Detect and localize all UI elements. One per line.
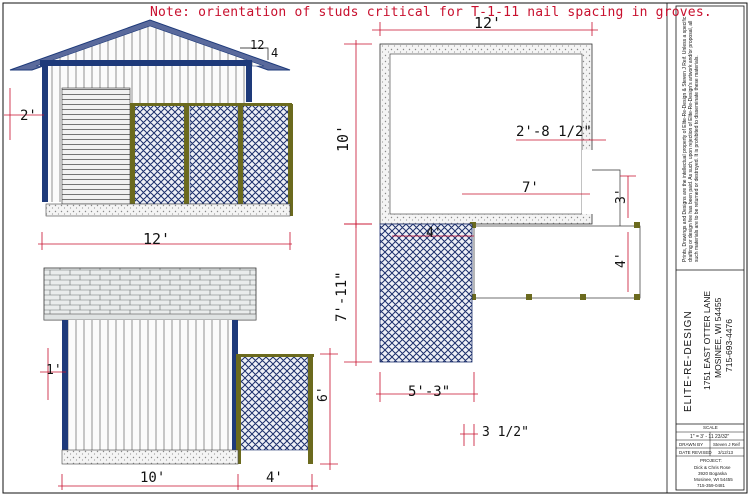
front-right-post (246, 62, 252, 102)
front-overhang-dim: 2' (20, 108, 37, 124)
roof-pitch-run: 4 (271, 46, 279, 60)
project-line-1: Dick & Chris Rose (694, 465, 731, 470)
side-overhang-dim-label: 1' (46, 363, 62, 378)
plan-deck-left-dim-label: 4' (426, 226, 442, 241)
plan-left-lower-dim-label: 7'-11" (334, 271, 350, 322)
plan-side-3-dim (620, 175, 636, 218)
front-lattice-1 (132, 103, 186, 205)
plan-deck-post-3 (470, 294, 476, 300)
plan-bottom-dim (376, 372, 478, 402)
plan-deck-post-2 (634, 222, 640, 228)
plan-deck-post-6 (634, 294, 640, 300)
side-lean-to-width-dim: 4' (266, 470, 283, 486)
front-width-dim: 12' (143, 230, 171, 248)
pitch-indicator (240, 47, 269, 60)
plan-top-dim (372, 22, 598, 36)
plan-stud-dim (460, 424, 478, 446)
title-block-frame (675, 5, 745, 491)
plan-bottom-dim-label: 5'-3" (408, 384, 451, 400)
front-foundation (45, 203, 291, 217)
side-siding (68, 320, 232, 450)
front-top-beam (40, 60, 252, 66)
side-lean-to-lattice (239, 355, 309, 451)
side-fascia (43, 313, 257, 321)
project-line-3: Mosinee, WI 54455 (694, 477, 733, 482)
plan-top-dim-label: 12' (474, 14, 502, 32)
plan-shed-interior (389, 53, 583, 215)
plan-door-step (592, 169, 621, 226)
front-post-olive-3 (238, 104, 243, 216)
plan-lattice (379, 223, 473, 363)
front-post-olive-1 (130, 104, 135, 216)
side-shed-width-dim: 10' (140, 470, 166, 486)
overhang-dim-line (4, 88, 44, 140)
front-lattice-2 (189, 103, 239, 205)
front-lattice-3 (242, 103, 290, 205)
side-bottom-dim (58, 474, 318, 490)
front-post-olive-4 (288, 104, 293, 216)
company-address: 1751 EAST OTTER LANE (702, 290, 712, 390)
project-line-4: 715-359-0481 (697, 483, 726, 488)
side-elevation (40, 267, 338, 490)
side-roof (43, 267, 257, 321)
front-top-rail (130, 103, 292, 106)
plan-deck (473, 225, 641, 299)
plan-deck-post-1 (470, 222, 476, 228)
front-elevation (4, 19, 293, 250)
side-lean-to-top (236, 354, 314, 357)
front-door (61, 87, 131, 205)
plan-stud-dim-label: 3 1/2" (482, 425, 529, 440)
front-left-post (42, 62, 48, 202)
side-lean-to-height-dim: 6' (316, 386, 331, 402)
plan-left-dim-label: 10' (334, 124, 352, 152)
plan-interior-dim-label: 7' (522, 180, 539, 196)
title-block-disclaimer: Prints, Drawings and Designs are the int… (682, 16, 701, 262)
scale-label: SCALE (703, 425, 718, 430)
floor-plan (344, 22, 641, 446)
plan-side-4-dim-label: 4' (614, 252, 629, 268)
date-label: DATE REVISED (679, 450, 712, 455)
plan-door-dim-label: 2'-8 1/2" (516, 124, 592, 140)
project-label: PROJECT: (700, 458, 722, 463)
side-lean-post-1 (236, 356, 241, 464)
front-post-olive-2 (184, 104, 189, 216)
stud-orientation-note: Note: orientation of studs critical for … (150, 5, 712, 20)
note-border (2, 2, 668, 494)
side-left-post (62, 320, 68, 450)
side-overhang-dim (40, 348, 66, 400)
plan-left-lower-dim (344, 220, 372, 366)
plan-door-gap (582, 150, 594, 214)
drawn-by-label: DRAWN BY (679, 442, 704, 447)
plan-deck-post-4 (526, 294, 532, 300)
date-value: 3/12/13 (718, 450, 734, 455)
front-width-dim-line (38, 232, 292, 250)
side-height-dim (320, 348, 338, 470)
side-foundation (61, 449, 239, 465)
plan-deck-post-5 (580, 294, 586, 300)
plan-side-3-dim-label: 3' (614, 188, 629, 204)
side-right-post (232, 320, 238, 450)
project-line-2: 3920 Bogaska (698, 471, 727, 476)
roof-pitch-rise: 12 (250, 38, 265, 52)
title-block (675, 5, 745, 491)
side-lean-post-2 (308, 356, 313, 464)
company-phone: 715-693-4476 (724, 319, 734, 372)
drawn-by-value: Steven J Reif (713, 442, 740, 447)
company-city: MOSINEE, WI 54455 (713, 297, 723, 378)
scale-value: 1" = 3' - 11 23/32" (690, 434, 730, 440)
company-name: ELITE-RE-DESIGN (683, 310, 694, 412)
